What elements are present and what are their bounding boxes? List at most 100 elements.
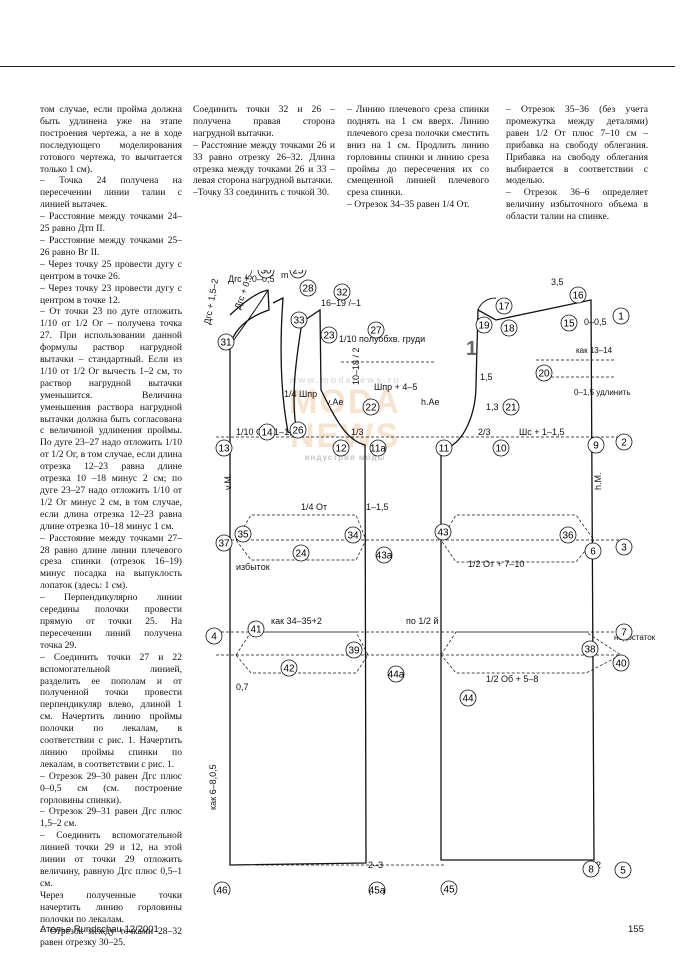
point-marker-circle: [587, 436, 605, 454]
point-label: 4: [211, 632, 217, 643]
label-po-half: по 1/2 й: [406, 616, 438, 626]
point-marker-circle: [367, 321, 385, 339]
paragraph: – Отрезок 29–30 равен Дгс плюс 0–0,5 см …: [40, 770, 182, 806]
point-marker-circle: [344, 526, 362, 544]
label-half-ot: 1/2 От + 7–10: [468, 559, 524, 569]
point-marker-circle: [292, 544, 310, 562]
point-marker-circle: [234, 525, 252, 543]
paragraph: – Перпендикулярно линии середины полочки…: [40, 592, 182, 651]
paragraph: – Через точку 23 провести дугу с центром…: [40, 282, 182, 306]
point-marker-circle: [581, 640, 599, 658]
paragraph: – Расстояние между точками 24–25 равно Д…: [40, 211, 182, 235]
point-marker-circle: [495, 297, 513, 315]
figure-number: 1: [466, 338, 477, 360]
point-marker-circle: [289, 270, 307, 279]
point-label: 12: [335, 444, 347, 455]
point-label: 30: [260, 270, 272, 277]
point-marker-circle: [500, 319, 518, 337]
point-label: 24: [295, 549, 307, 560]
point-marker-circle: [492, 439, 510, 457]
label-third: 1/3: [351, 427, 364, 437]
text-column-4: – Отрезок 35–36 (без учета промежутка ме…: [506, 104, 648, 223]
point-label: 11: [439, 444, 450, 455]
point-label: 37: [218, 539, 230, 550]
label-zero-seven: 0,7: [236, 682, 249, 692]
point-label: 10: [495, 444, 507, 455]
header-rule: [0, 66, 675, 67]
point-marker-circle: [289, 421, 307, 439]
watermark: www.modanews.ru MODA NEWS индустрия моды: [265, 375, 425, 462]
point-marker-circle: [614, 861, 632, 879]
label-quarter-shp: 1/4 Шпр: [284, 389, 317, 399]
label-udlinit: 0–1,5 удлинить: [574, 388, 631, 397]
paragraph: – Отрезок 34–35 равен 1/4 От.: [347, 199, 470, 211]
label-h-m: h.M.: [593, 472, 603, 490]
label-v-m: v.M.: [223, 474, 233, 490]
paragraph: Соединить точки 32 и 26 – получена права…: [193, 104, 335, 139]
point-marker-circle: [560, 314, 578, 332]
point-marker-circle: [434, 523, 452, 541]
label-h-ae: h.Ae: [421, 397, 440, 407]
point-label: 15: [563, 319, 575, 330]
point-label: 1: [618, 312, 624, 323]
label-bust: 1/10 полуобхв. груди: [339, 334, 425, 344]
point-label: 19: [478, 321, 490, 332]
point-marker-circle: [299, 279, 317, 297]
watermark-url: www.modanews.ru: [289, 375, 401, 385]
label-dgs-front: Дгс + 0–0,5: [228, 274, 274, 284]
pattern-diagram: 1 Дгс + 0–0,5 m 16–19 /–1 1/10 полуобхв.…: [202, 270, 656, 895]
footer-page-number: 155: [628, 924, 644, 935]
point-label: 7: [621, 628, 627, 639]
label-dgs-side: Дгс + 1,5–2: [202, 278, 220, 325]
point-label: 14: [261, 428, 273, 439]
label-seg-16-19: 16–19 /–1: [321, 298, 361, 308]
point-marker-circle: [387, 665, 405, 683]
label-zero-05: 0–0,5: [584, 317, 607, 327]
point-marker-circle: [535, 364, 553, 382]
watermark-line1: MODA: [289, 383, 401, 421]
paragraph: том случае, если пройма должна быть удли…: [40, 104, 182, 175]
point-label: 42: [283, 664, 295, 675]
point-label: 11а: [370, 444, 386, 455]
point-label: 20: [538, 369, 550, 380]
paragraph: – Точка 24 получена на пересечении линии…: [40, 175, 182, 211]
label-half-ob: 1/2 Об + 5–8: [486, 674, 538, 684]
point-marker-circle: [290, 311, 308, 329]
point-label: 43а: [376, 551, 393, 562]
paragraph: – Отрезок 35–36 (без учета промежутка ме…: [506, 104, 648, 187]
point-marker-circle: [615, 623, 633, 641]
label-izbytok: избыток: [236, 562, 270, 572]
paragraph: – Расстояние между точками 27–28 равно д…: [40, 532, 182, 592]
point-label: 17: [498, 302, 510, 313]
point-marker-circle: [475, 316, 493, 334]
paragraph: –Точку 33 соединить с точкой 30.: [193, 187, 330, 199]
point-marker-circle: [258, 423, 276, 441]
point-label: 39: [348, 646, 360, 657]
point-marker-circle: [257, 270, 275, 279]
point-label: 27: [370, 326, 382, 337]
point-label: 28: [302, 284, 314, 295]
point-marker-circle: [440, 880, 458, 895]
point-marker-circle: [559, 526, 577, 544]
point-label: 36: [562, 531, 574, 542]
point-label: 16: [572, 291, 584, 302]
point-marker-circle: [333, 283, 351, 301]
point-marker-circle: [375, 546, 393, 564]
label-two-three: 2–3: [368, 860, 383, 870]
point-label: 38: [584, 645, 596, 656]
paragraph: – От точки 23 по дуге отложить 1/10 от 1…: [40, 306, 182, 532]
label-quarter-ot: 1/4 От: [301, 502, 327, 512]
point-marker-circle: [217, 333, 235, 351]
point-marker-circle: [612, 307, 630, 325]
paragraph: – Отрезок 29–31 равен Дгс плюс 1,5–2 см.: [40, 806, 182, 830]
label-two-thirds: 2/3: [478, 427, 491, 437]
point-label: 6: [590, 547, 596, 558]
label-nedostatok: недостаток: [614, 633, 656, 642]
point-label: 2: [621, 438, 627, 449]
point-marker-circle: [615, 433, 633, 451]
point-label: 8: [588, 865, 594, 876]
paragraph: Через полученные точки начертить линию г…: [40, 889, 182, 925]
paragraph: – Расстояние между точками 25–26 равно В…: [40, 234, 182, 258]
label-m: m: [281, 270, 289, 280]
